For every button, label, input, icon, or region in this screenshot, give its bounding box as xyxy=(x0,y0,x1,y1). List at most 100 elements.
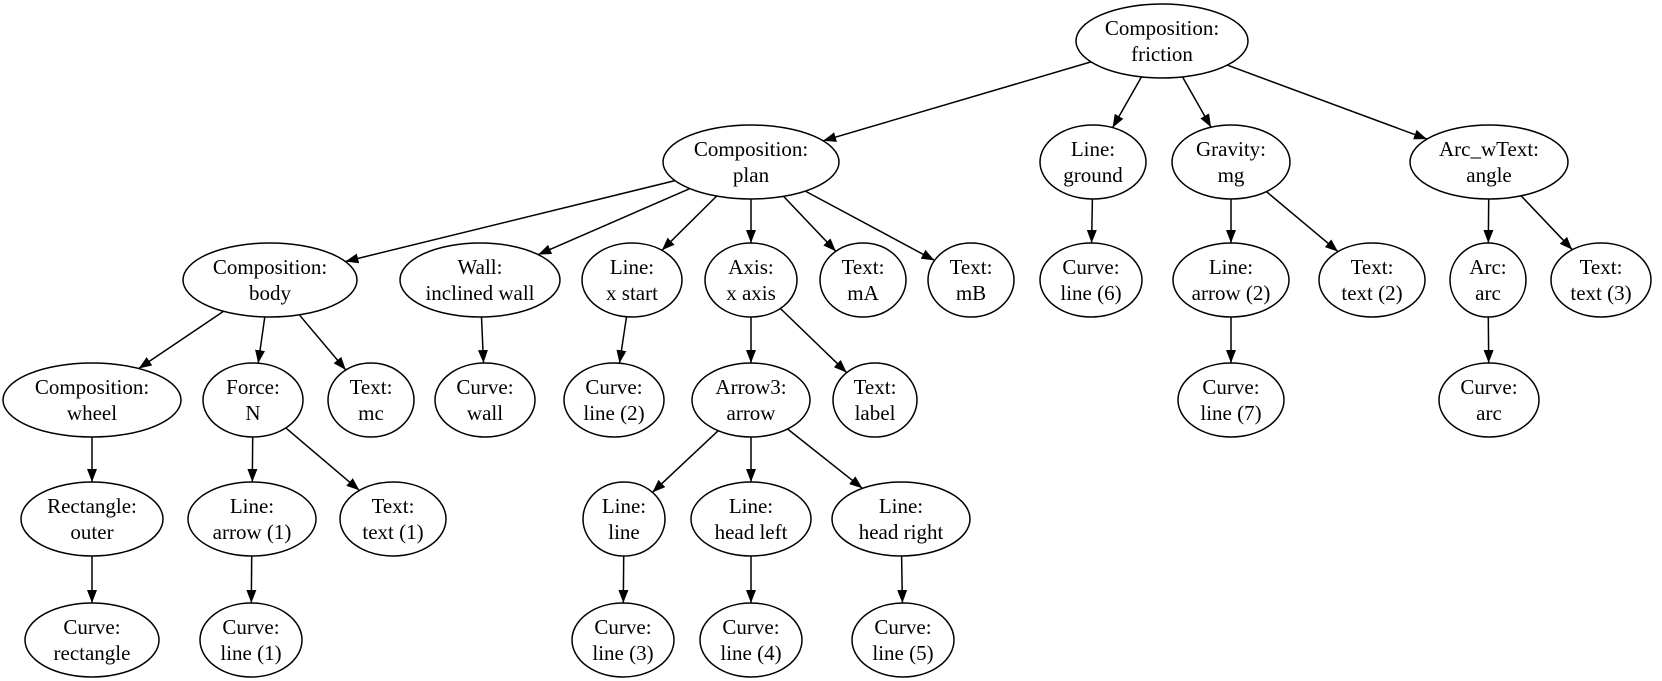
edge-plan-inclined-wall xyxy=(537,187,691,256)
node-mg-name-text: mg xyxy=(1218,163,1245,187)
edge-x-axis-label xyxy=(779,307,848,374)
node-head-left-shape xyxy=(690,481,812,557)
node-text-2-name-text: text (2) xyxy=(1341,281,1402,305)
node-line-2-name-text: line (2) xyxy=(583,401,644,425)
node-line-4-name-text: line (4) xyxy=(720,641,781,665)
node-arrow-1-shape xyxy=(187,481,317,557)
node-line-6-shape xyxy=(1039,242,1143,318)
node-force-n: Force:N xyxy=(202,362,304,438)
node-line-5-type-text: Curve: xyxy=(874,615,931,639)
node-angle-label: Arc_wText:angle xyxy=(1439,137,1539,187)
node-wheel-shape xyxy=(2,362,182,438)
node-x-axis: Axis:x axis xyxy=(704,242,798,318)
node-rectangle-shape xyxy=(24,602,160,678)
edge-plan-mA xyxy=(783,195,837,252)
node-mB-type-text: Text: xyxy=(950,255,993,279)
node-arrow-2-type-text: Line: xyxy=(1209,255,1253,279)
node-curve-wall-shape xyxy=(434,362,536,438)
node-rectangle-label: Curve:rectangle xyxy=(54,615,131,665)
node-body: Composition:body xyxy=(182,242,358,318)
node-x-axis-type-text: Axis: xyxy=(728,255,774,279)
node-arrow3-type-text: Arrow3: xyxy=(715,375,786,399)
node-arc-shape xyxy=(1449,242,1527,318)
node-outer: Rectangle:outer xyxy=(20,481,164,557)
node-line-7-label: Curve:line (7) xyxy=(1200,375,1261,425)
node-line-6-type-text: Curve: xyxy=(1062,255,1119,279)
node-curve-arc: Curve:arc xyxy=(1438,362,1540,438)
node-line-1-label: Curve:line (1) xyxy=(220,615,281,665)
node-label: Text:label xyxy=(832,362,918,438)
node-line-type-text: Line: xyxy=(602,494,646,518)
edge-angle-text-3 xyxy=(1520,195,1573,251)
node-text-1-shape xyxy=(339,481,447,557)
node-text-2-label: Text:text (2) xyxy=(1341,255,1402,305)
node-mc-label: Text:mc xyxy=(350,375,393,425)
node-inclined-wall-label: Wall:inclined wall xyxy=(425,255,534,305)
node-x-start-name-text: x start xyxy=(606,281,658,305)
node-x-start-shape xyxy=(581,242,683,318)
node-line-3-shape xyxy=(571,602,675,678)
node-x-start-label: Line:x start xyxy=(606,255,658,305)
node-arrow-2-shape xyxy=(1172,242,1290,318)
node-line-1-name-text: line (1) xyxy=(220,641,281,665)
node-outer-shape xyxy=(20,481,164,557)
node-arc-name-text: arc xyxy=(1475,281,1501,305)
node-line-7: Curve:line (7) xyxy=(1177,362,1285,438)
node-arrow-2: Line:arrow (2) xyxy=(1172,242,1290,318)
node-angle: Arc_wText:angle xyxy=(1409,124,1569,200)
node-line-2-shape xyxy=(563,362,665,438)
node-mg-shape xyxy=(1171,124,1291,200)
node-head-left-name-text: head left xyxy=(715,520,788,544)
node-mg: Gravity:mg xyxy=(1171,124,1291,200)
node-ground-label: Line:ground xyxy=(1063,137,1123,187)
node-line-3-name-text: line (3) xyxy=(592,641,653,665)
edge-body-mc xyxy=(298,314,347,371)
node-line-2-label: Curve:line (2) xyxy=(583,375,644,425)
node-x-axis-name-text: x axis xyxy=(726,281,776,305)
node-inclined-wall-type-text: Wall: xyxy=(458,255,503,279)
node-curve-wall-type-text: Curve: xyxy=(456,375,513,399)
edge-friction-mg xyxy=(1181,76,1212,128)
node-x-axis-shape xyxy=(704,242,798,318)
node-line: Line:line xyxy=(582,481,666,557)
node-line-2: Curve:line (2) xyxy=(563,362,665,438)
node-rectangle-name-text: rectangle xyxy=(54,641,131,665)
node-wheel: Composition:wheel xyxy=(2,362,182,438)
node-line-7-name-text: line (7) xyxy=(1200,401,1261,425)
node-force-n-type-text: Force: xyxy=(226,375,280,399)
node-line-3-label: Curve:line (3) xyxy=(592,615,653,665)
node-head-right-label: Line:head right xyxy=(859,494,944,544)
node-head-left-type-text: Line: xyxy=(729,494,773,518)
node-arrow-1-name-text: arrow (1) xyxy=(213,520,292,544)
node-curve-wall-name-text: wall xyxy=(467,401,503,425)
node-line-4-type-text: Curve: xyxy=(722,615,779,639)
node-line-5-shape xyxy=(851,602,955,678)
node-force-n-label: Force:N xyxy=(226,375,280,425)
node-head-right-type-text: Line: xyxy=(879,494,923,518)
edge-body-force-n xyxy=(255,316,266,364)
node-head-right-shape xyxy=(831,481,971,557)
node-plan-shape xyxy=(662,124,840,200)
edge-plan-x-start xyxy=(661,195,718,251)
node-curve-wall-label: Curve:wall xyxy=(456,375,513,425)
node-x-axis-label: Axis:x axis xyxy=(726,255,776,305)
node-curve-arc-type-text: Curve: xyxy=(1460,375,1517,399)
edge-inclined-wall-curve-wall xyxy=(477,316,488,364)
node-wheel-name-text: wheel xyxy=(67,401,117,425)
node-ground-shape xyxy=(1039,124,1147,200)
node-head-right-name-text: head right xyxy=(859,520,944,544)
node-mc-shape xyxy=(327,362,415,438)
node-arrow-2-label: Line:arrow (2) xyxy=(1192,255,1271,305)
node-head-left-label: Line:head left xyxy=(715,494,788,544)
node-line-3: Curve:line (3) xyxy=(571,602,675,678)
node-curve-arc-shape xyxy=(1438,362,1540,438)
node-plan-name-text: plan xyxy=(733,163,770,187)
node-arc-type-text: Arc: xyxy=(1469,255,1506,279)
node-mA: Text:mA xyxy=(819,242,907,318)
node-line-1-type-text: Curve: xyxy=(222,615,279,639)
node-x-start-type-text: Line: xyxy=(610,255,654,279)
node-outer-name-text: outer xyxy=(70,520,113,544)
node-arrow-1-type-text: Line: xyxy=(230,494,274,518)
node-ground: Line:ground xyxy=(1039,124,1147,200)
